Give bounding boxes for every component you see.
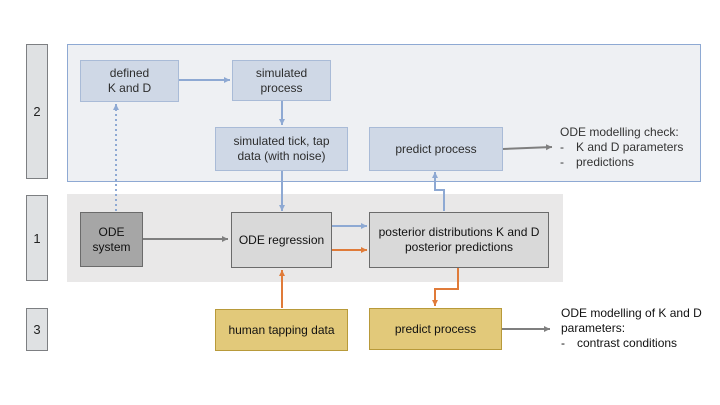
arrow-posterior-to-predict-bottom [432,268,459,306]
simulated-data-label: simulated tick, tap data (with noise) [233,134,330,163]
bullet-mark: - [561,336,565,350]
predict-process-bottom-label: predict process [394,321,477,336]
modelling-item-contrast-text: contrast conditions [577,336,678,350]
arrow-predict-top-to-check [502,144,553,151]
predict-process-top-box: predict process [369,127,503,171]
stage-label-2-text: 2 [33,104,41,119]
modelling-item-contrast: - contrast conditions [561,336,716,351]
stage-label-2: 2 [26,44,48,179]
predict-process-top-label: predict process [395,141,477,156]
ode-system-box: ODE system [80,212,143,267]
check-item-predictions-text: predictions [576,155,635,169]
arrow-posterior-to-predict-top [432,172,445,211]
stage-label-1: 1 [26,195,48,281]
modelling-check-note: ODE modelling check: - K and D parameter… [560,125,710,170]
simulated-process-label: simulated process [255,65,308,95]
bullet-mark: - [560,155,564,169]
modelling-check-title: ODE modelling check: [560,125,679,139]
ode-system-label: ODE system [92,224,131,254]
human-tapping-label: human tapping data [228,322,335,337]
defined-kd-label: defined K and D [107,66,152,95]
check-item-kd-text: K and D parameters [576,140,684,154]
simulated-data-box: simulated tick, tap data (with noise) [215,127,348,171]
ode-regression-label: ODE regression [238,232,325,247]
defined-kd-box: defined K and D [80,60,179,102]
posterior-label: posterior distributions K and D posterio… [378,225,540,254]
ode-regression-box: ODE regression [231,212,332,268]
simulated-process-box: simulated process [232,60,331,101]
human-tapping-box: human tapping data [215,309,348,351]
posterior-box: posterior distributions K and D posterio… [369,212,549,268]
modelling-kd-note: ODE modelling of K and D parameters: - c… [561,306,716,351]
check-item-predictions: - predictions [560,155,710,170]
stage-label-3-text: 3 [33,322,41,337]
stage-label-3: 3 [26,308,48,351]
modelling-kd-title: ODE modelling of K and D parameters: [561,306,702,335]
bullet-mark: - [560,140,564,154]
check-item-kd: - K and D parameters [560,140,710,155]
predict-process-bottom-box: predict process [369,308,502,350]
stage-label-1-text: 1 [33,230,41,246]
